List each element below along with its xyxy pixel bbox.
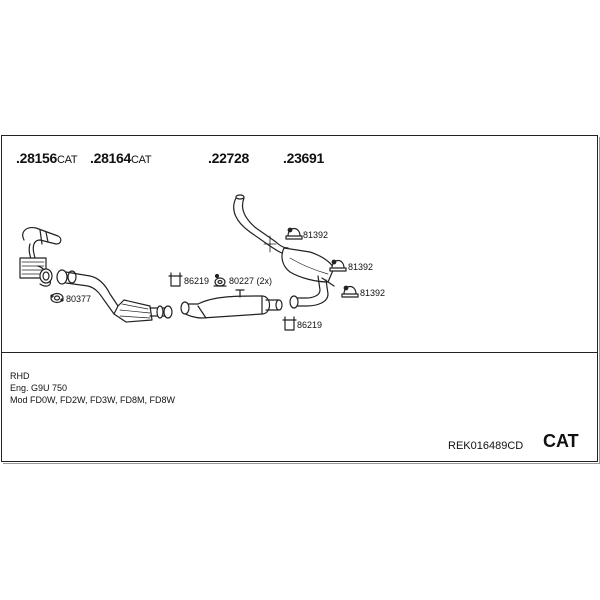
frame-divider (1, 352, 598, 353)
models-text: Mod FD0W, FD2W, FD3W, FD8M, FD8W (10, 395, 176, 405)
part-number-3: .22728 (208, 150, 250, 166)
clamp-label: 86219 (184, 276, 210, 286)
hanger-icon (285, 227, 303, 240)
clamp-icon-rear (282, 316, 297, 331)
hanger-label-3: 81392 (360, 288, 386, 298)
kit-reference: REK016489CD (448, 440, 524, 452)
downpipe-catalyst-part (56, 269, 173, 323)
gasket-icon (50, 292, 64, 304)
kit-type-badge: CAT (543, 431, 579, 451)
hanger-label-1: 81392 (303, 230, 329, 240)
rear-silencer-part (233, 194, 335, 309)
hanger-icon-3 (341, 285, 359, 298)
part-number-2: .28164CAT (90, 150, 152, 166)
clamps-label: 80227 (2x) (229, 276, 273, 286)
hanger-icon-2 (329, 259, 347, 272)
engine-text: Eng. G9U 750 (10, 383, 68, 393)
part-number-1: .28156CAT (16, 150, 78, 166)
manifold-catalyst-part (19, 227, 62, 287)
drive-text: RHD (10, 371, 30, 381)
diagram-frame (1, 135, 598, 462)
clamp-icon (168, 272, 183, 287)
middle-silencer-part (180, 289, 283, 319)
clamp-label-rear: 86219 (297, 320, 323, 330)
gasket-label: 80377 (66, 294, 92, 304)
clamp-pair-icon (213, 273, 227, 287)
hanger-label-2: 81392 (348, 262, 374, 272)
part-number-4: .23691 (283, 150, 325, 166)
